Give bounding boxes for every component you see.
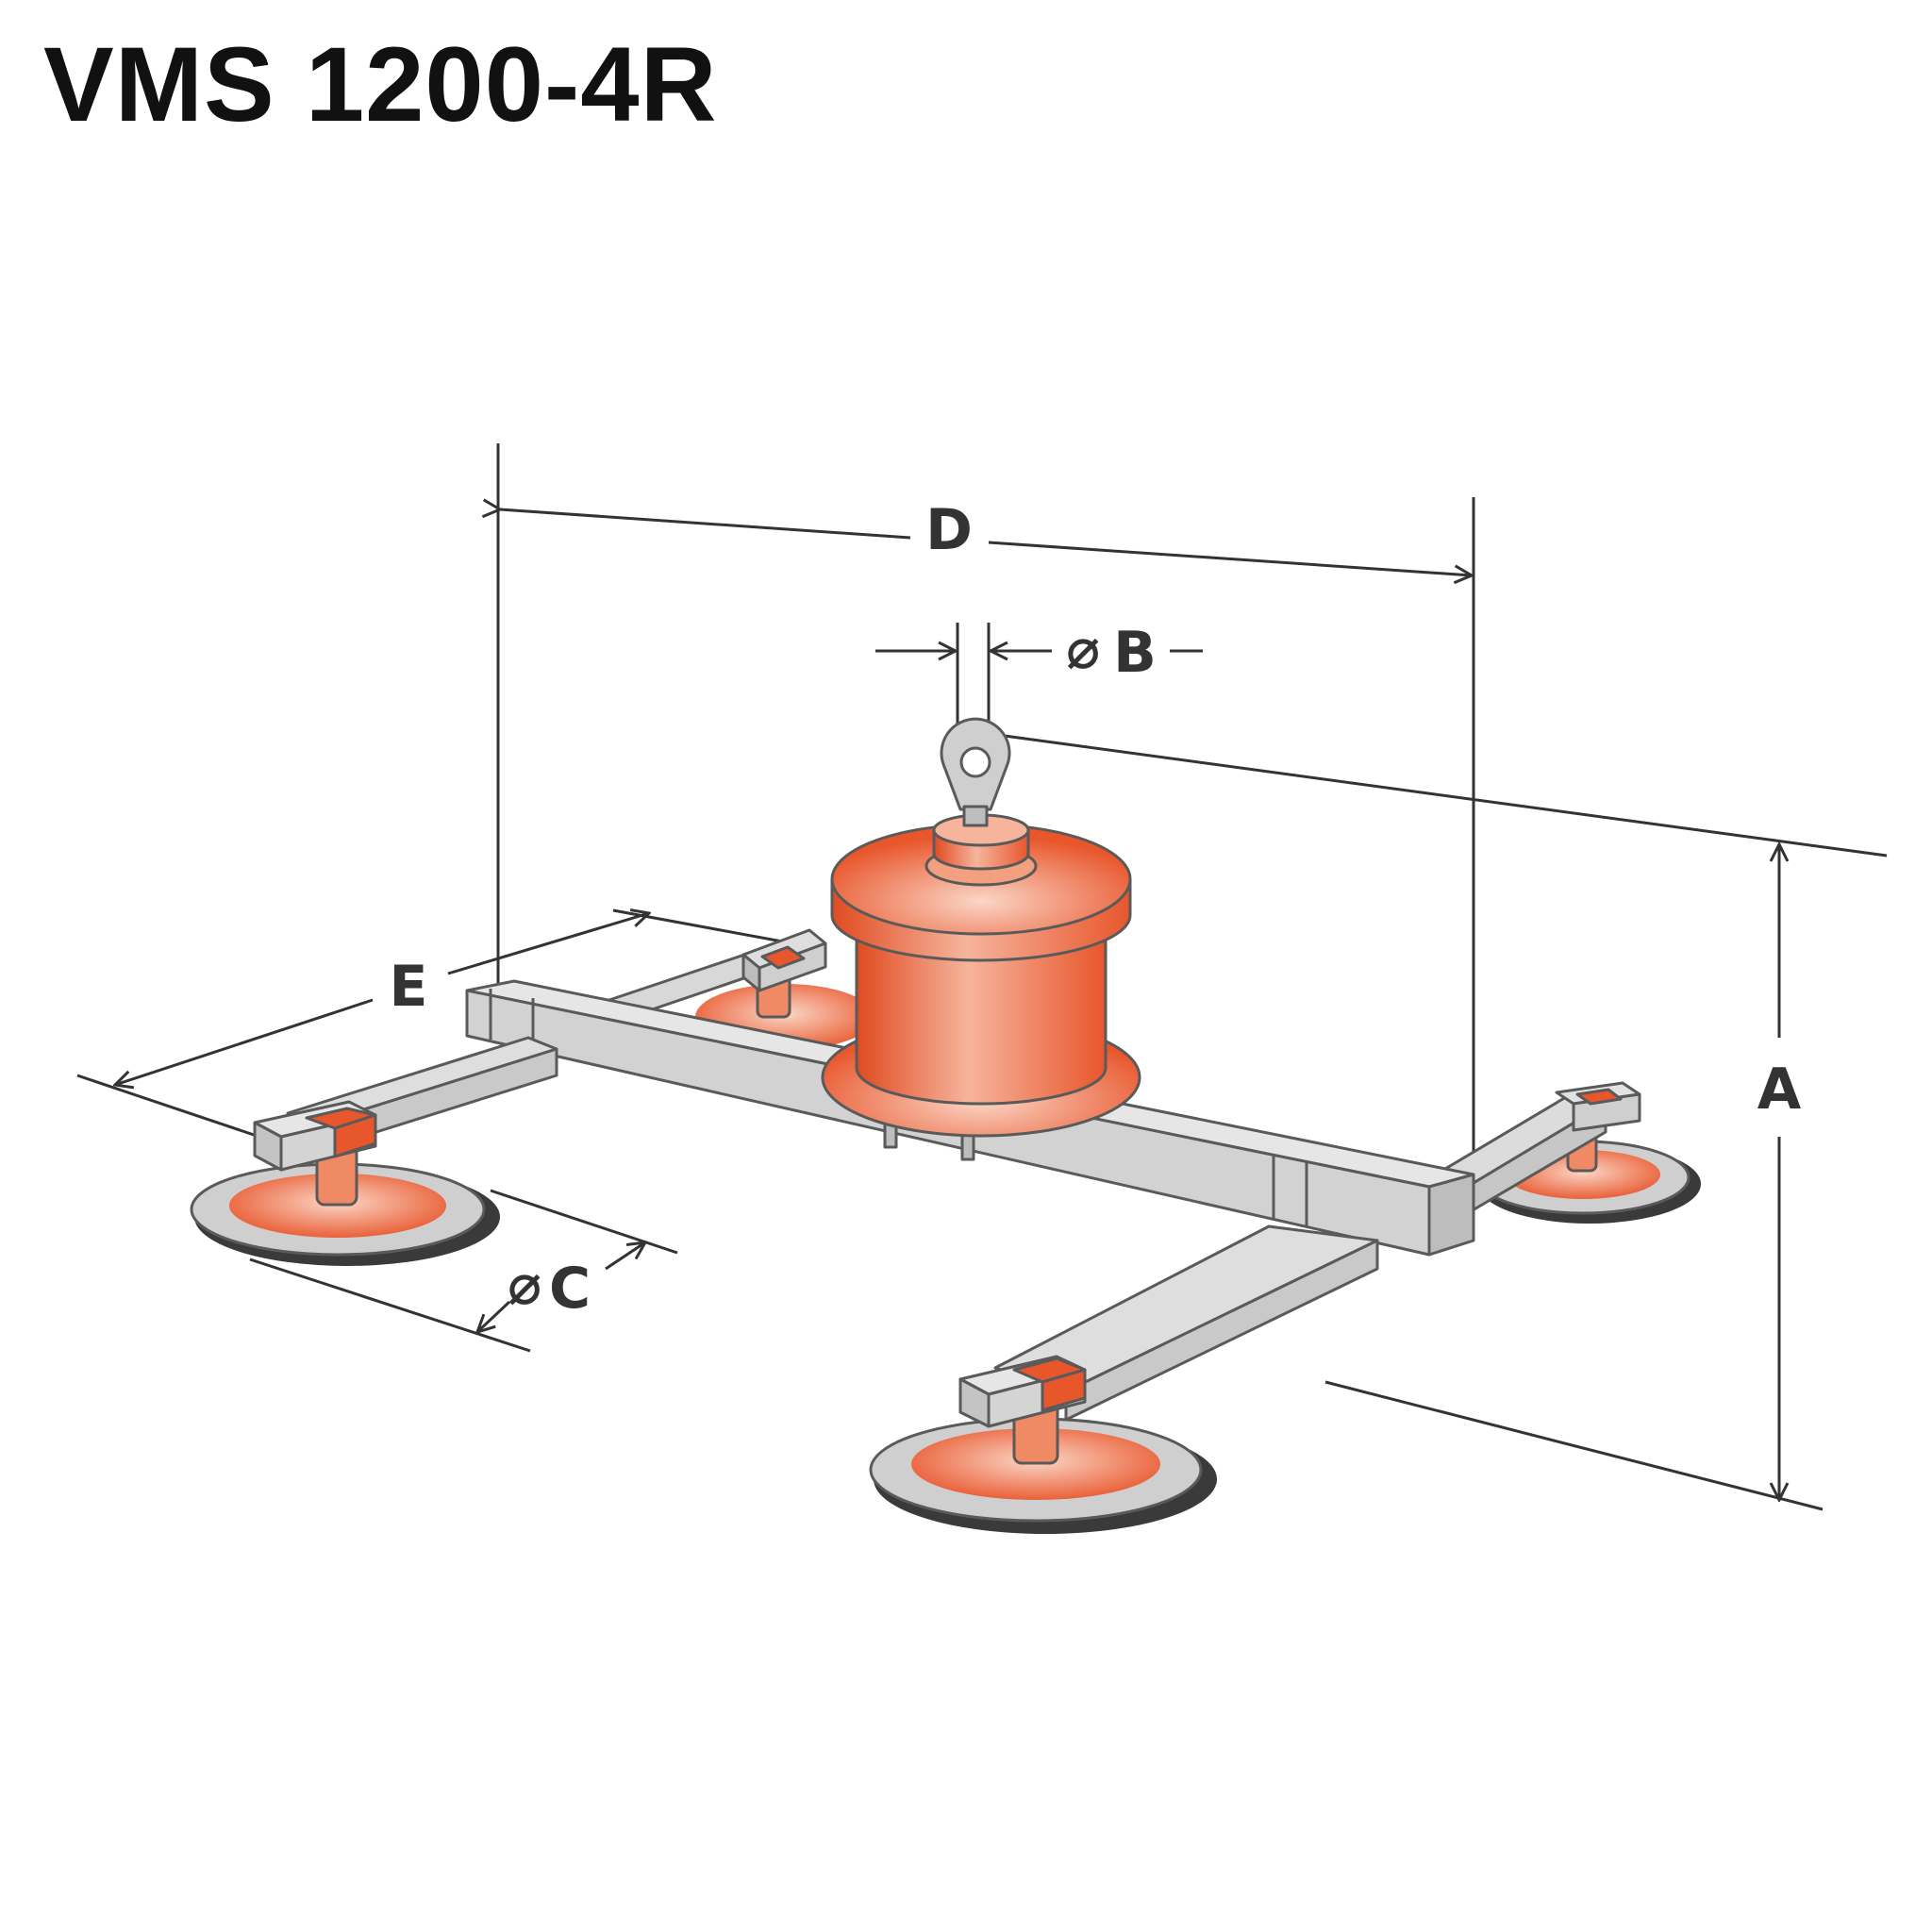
dimension-d-line-right — [988, 541, 1472, 575]
vacuum-cylinder — [821, 813, 1141, 1138]
dimension-c-extension-bottom — [249, 1257, 531, 1353]
dimension-a-extension-bottom — [1324, 1380, 1824, 1511]
dimension-labels: D ⌀ B A E ⌀ C — [390, 497, 1802, 1322]
suction-pad-left — [190, 1135, 500, 1266]
suction-pad-front — [869, 1390, 1217, 1534]
dimension-a-label: A — [1757, 1057, 1802, 1123]
dimension-lines — [76, 443, 1888, 1511]
arm-front — [958, 1224, 1379, 1428]
dimension-d-label: D — [925, 497, 973, 563]
dimension-b-label: B — [1113, 620, 1157, 686]
dimension-d-line-left — [500, 509, 911, 540]
dimension-c-extension-top — [490, 1189, 678, 1255]
diameter-icon: ⌀ — [1066, 616, 1100, 682]
dimension-c-arrow-upper — [605, 1242, 645, 1271]
dimension-e-label: E — [390, 954, 428, 1020]
dimension-e-line-back — [447, 913, 649, 975]
diameter-icon: ⌀ — [508, 1252, 541, 1318]
dimension-c-label: C — [549, 1256, 591, 1322]
arm-left — [253, 1036, 558, 1172]
dimension-a-extension-top — [990, 732, 1888, 858]
lifting-eye-icon — [940, 717, 1011, 827]
dimension-e-line-front — [115, 998, 374, 1085]
dimension-e-extension-front — [76, 1074, 260, 1139]
dimension-c-arrow-lower — [477, 1300, 511, 1332]
page-title: VMS 1200-4R — [43, 25, 718, 143]
